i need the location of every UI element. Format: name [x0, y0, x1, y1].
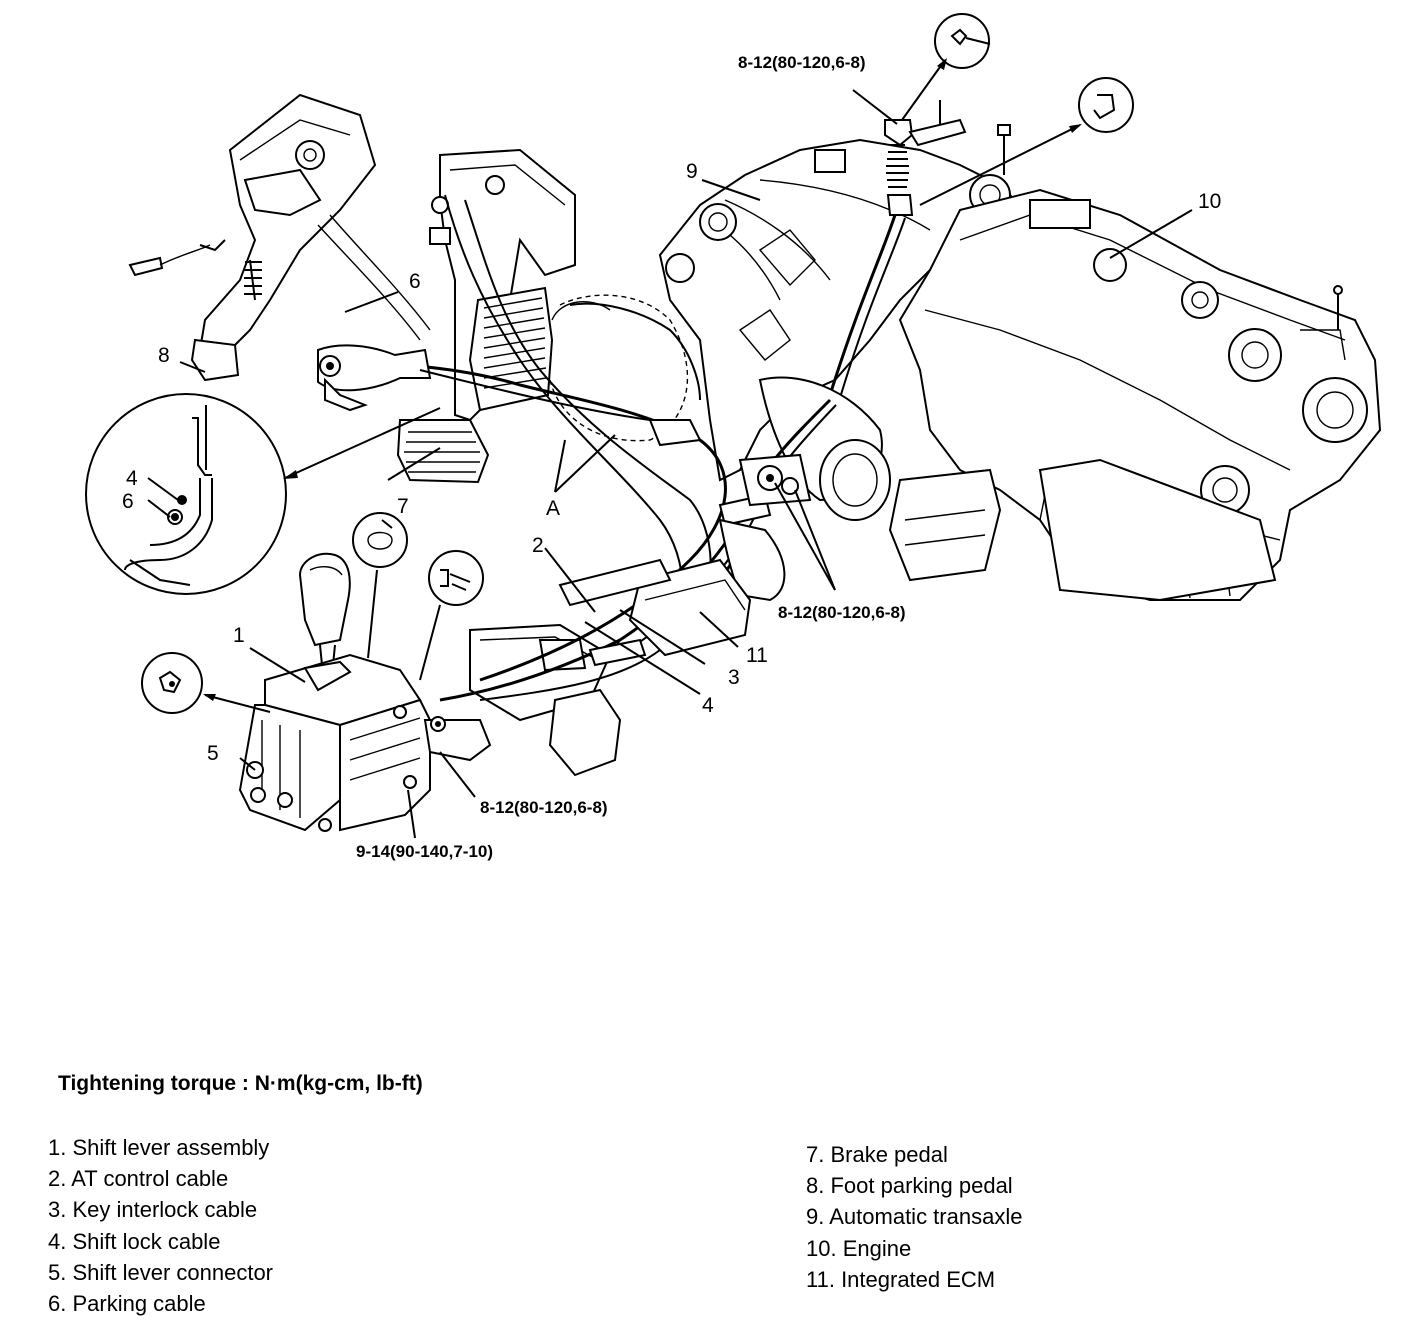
legend-item: 10. Engine — [806, 1235, 912, 1261]
legend-item: 1. Shift lever assembly — [48, 1135, 270, 1160]
legend-item: 4. Shift lock cable — [48, 1228, 221, 1254]
torque-spec-shift-lever-mount: 9-14(90-140,7-10) — [356, 842, 493, 861]
shift-lever-cable-diagram: 1 2 3 4 5 6 7 8 9 10 11 A 4 6 8-12(80-12… — [85, 13, 1382, 861]
legend-item: 9. Automatic transaxle — [806, 1204, 1023, 1230]
legend-item: 2. AT control cable — [48, 1166, 229, 1192]
torque-spec-transaxle-bracket: 8-12(80-120,6-8) — [778, 603, 906, 622]
legend-item: 3. Key interlock cable — [48, 1197, 258, 1223]
callout-7: 7 — [397, 495, 409, 518]
callout-a: A — [546, 497, 560, 520]
callout-1: 1 — [233, 624, 245, 647]
callout-4: 4 — [702, 694, 714, 717]
brake-pedal-drawing — [396, 148, 689, 484]
legend-item: 11. Integrated ECM — [806, 1266, 996, 1292]
callout-9: 9 — [686, 160, 698, 183]
detail-view-circle — [85, 393, 441, 595]
detail-callout-6: 6 — [122, 490, 134, 513]
legend-list-right: 7. Brake pedal 8. Foot parking pedal 9. … — [806, 1139, 1022, 1295]
callout-11: 11 — [746, 644, 768, 667]
callout-6: 6 — [409, 270, 421, 293]
torque-spec-transaxle-top: 8-12(80-120,6-8) — [738, 53, 866, 72]
callout-2: 2 — [532, 534, 544, 557]
legend-item: 6. Parking cable — [48, 1291, 206, 1317]
bolt-detail-circles — [141, 13, 1134, 714]
callout-8: 8 — [158, 344, 170, 367]
callout-3: 3 — [728, 666, 740, 689]
torque-spec-shift-lever-cable: 8-12(80-120,6-8) — [480, 798, 608, 817]
callout-10: 10 — [1198, 190, 1221, 213]
detail-callout-4: 4 — [126, 467, 138, 490]
foot-parking-pedal-drawing — [128, 93, 431, 382]
engine-transaxle-drawing — [658, 100, 1382, 602]
legend-item: 8. Foot parking pedal — [806, 1173, 1013, 1199]
callout-5: 5 — [207, 742, 219, 765]
legend-title: Tightening torque : N·m(kg-cm, lb-ft) — [58, 1072, 423, 1095]
callout-labels: 1 2 3 4 5 6 7 8 9 10 11 A 4 6 — [122, 160, 1221, 765]
legend-item: 5. Shift lever connector — [48, 1259, 274, 1285]
cable-routing — [317, 194, 837, 702]
legend-list-left: 1. Shift lever assembly 2. AT control ca… — [48, 1132, 273, 1319]
leader-lines — [147, 89, 1193, 839]
torque-spec-labels: 8-12(80-120,6-8) 8-12(80-120,6-8) 8-12(8… — [356, 53, 906, 861]
legend-item: 7. Brake pedal — [806, 1142, 948, 1167]
shift-lever-assembly-drawing — [238, 552, 622, 832]
